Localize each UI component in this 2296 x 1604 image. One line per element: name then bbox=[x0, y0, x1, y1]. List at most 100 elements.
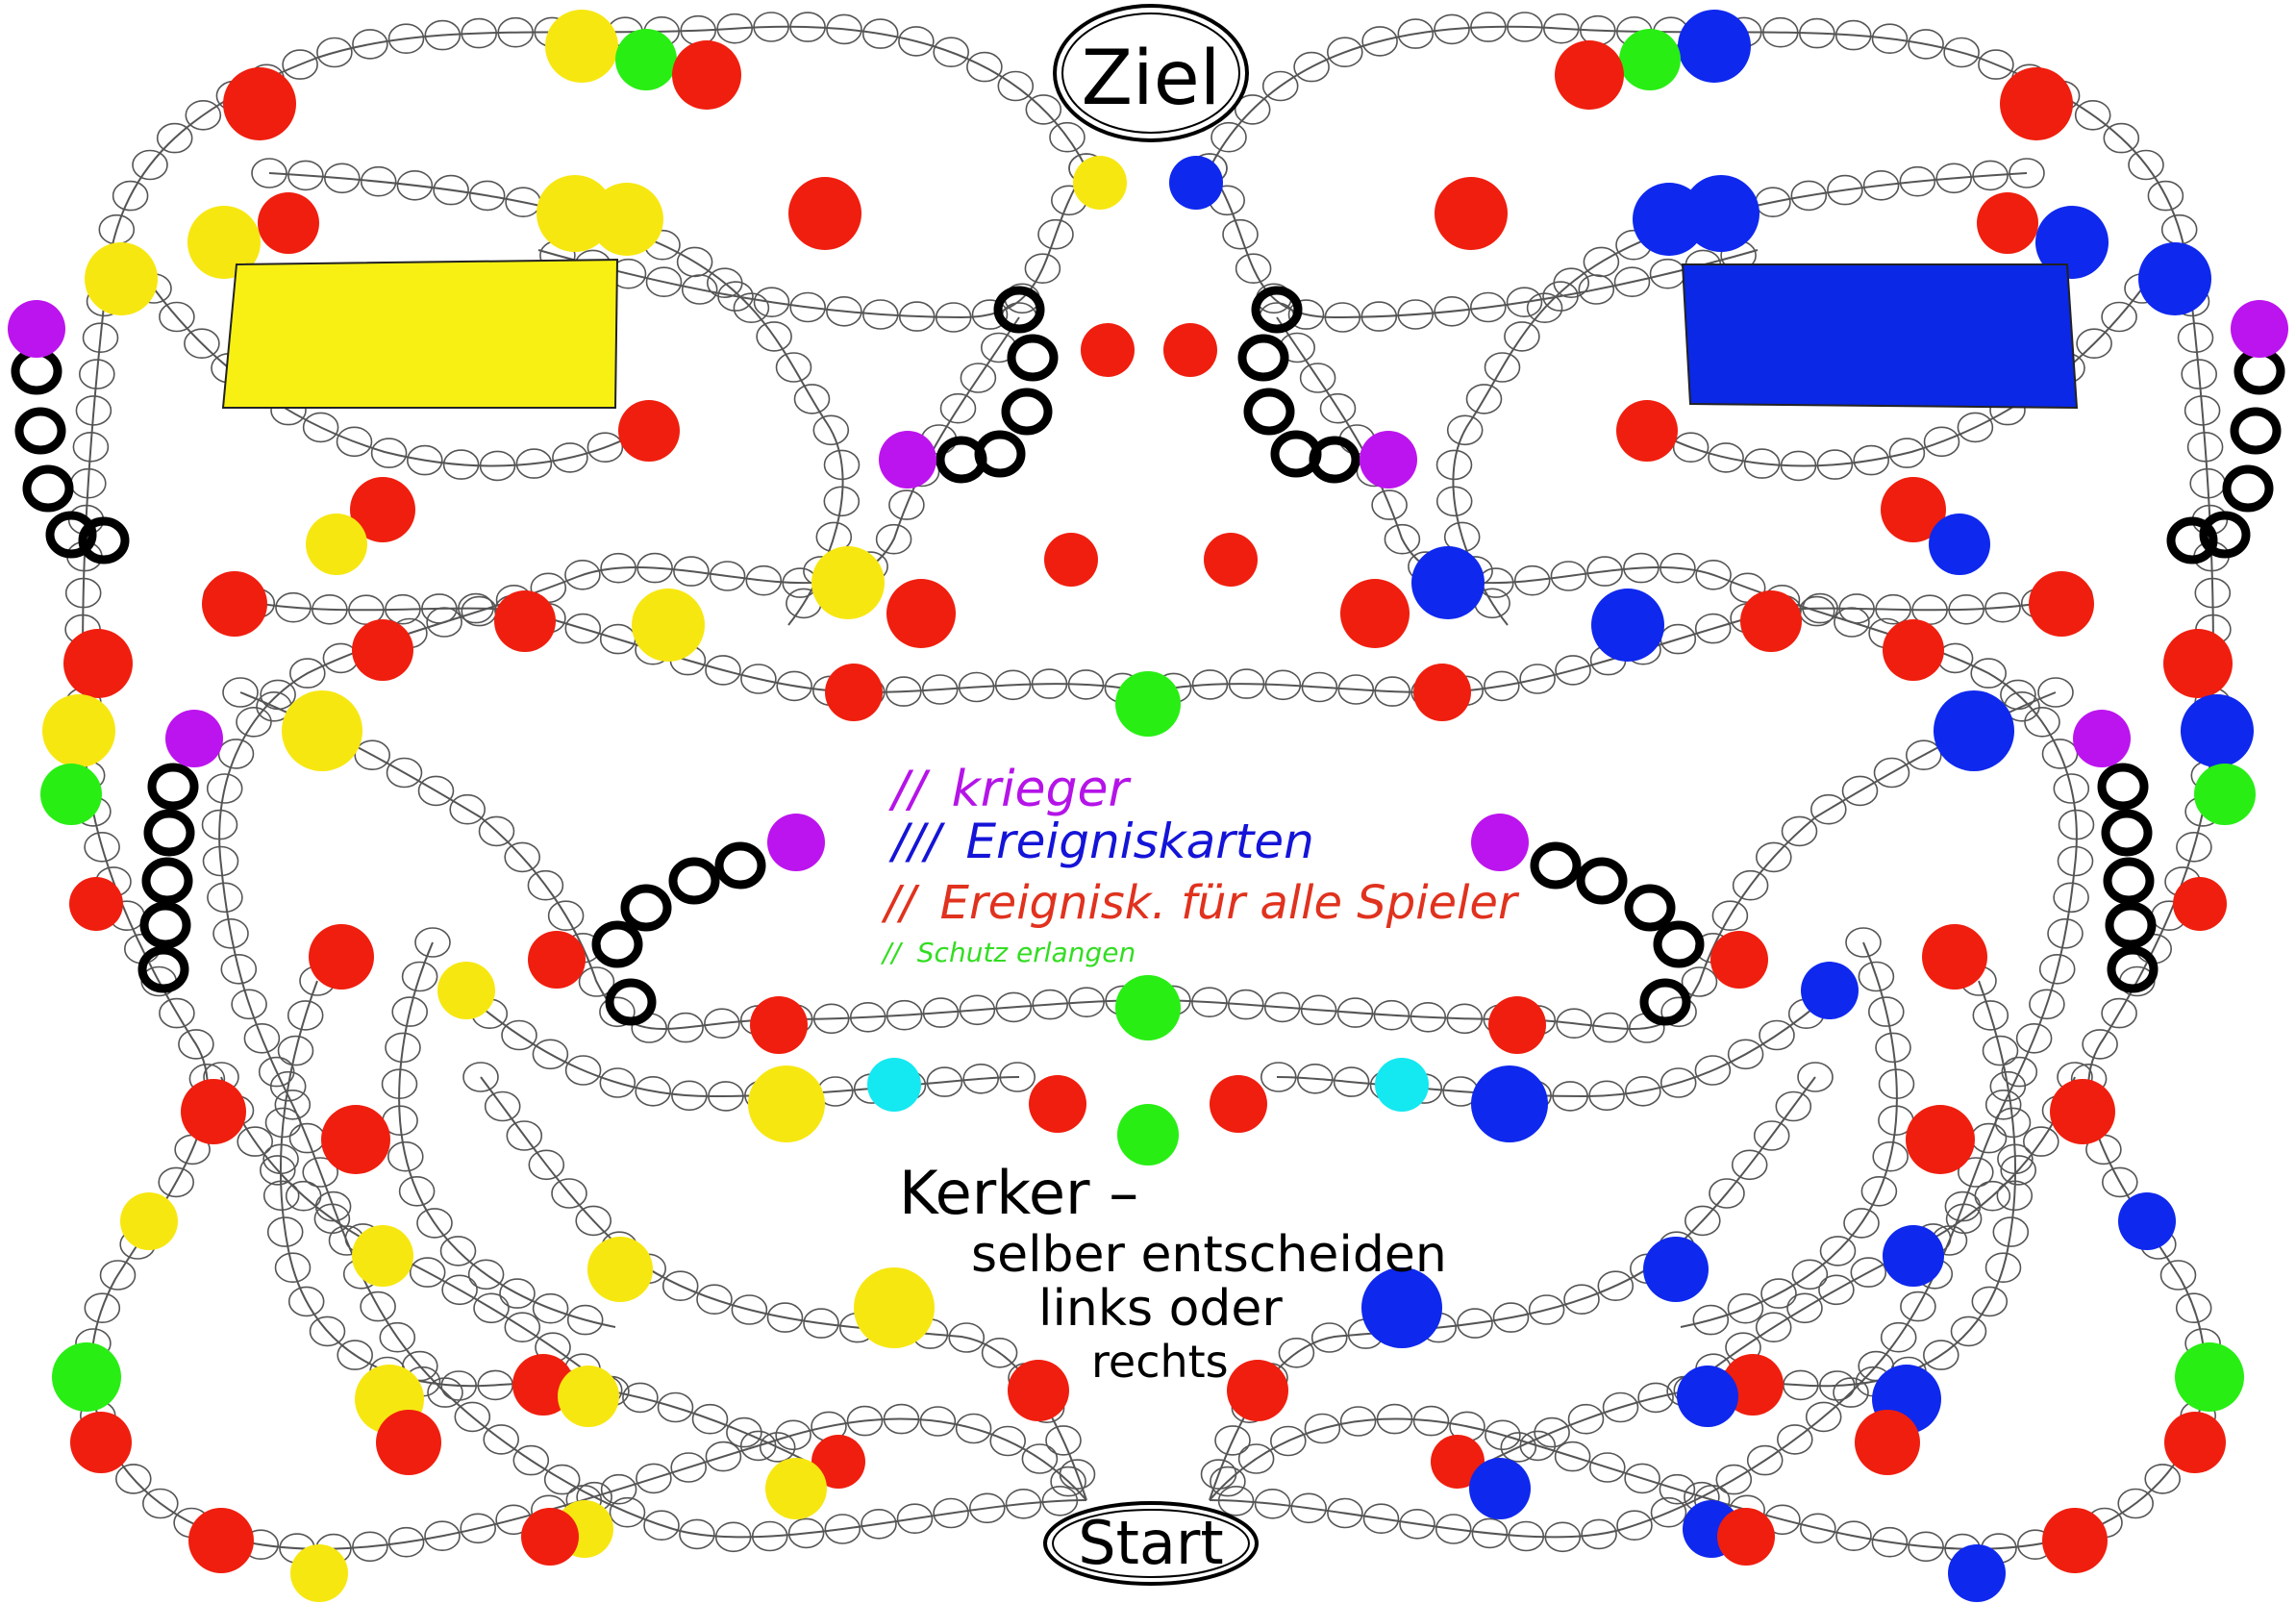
green-space[interactable] bbox=[2175, 1342, 2244, 1412]
blue-space[interactable] bbox=[1883, 1225, 1944, 1287]
green-space[interactable] bbox=[1115, 975, 1181, 1040]
warrior-space[interactable] bbox=[767, 814, 825, 871]
blue-space[interactable] bbox=[1469, 1458, 1531, 1519]
green-space[interactable] bbox=[615, 29, 677, 90]
blue-space[interactable] bbox=[1677, 1366, 1738, 1427]
blue-space[interactable] bbox=[1411, 546, 1485, 619]
green-space[interactable] bbox=[1115, 671, 1181, 737]
blue-space[interactable] bbox=[1929, 514, 1990, 575]
red-space[interactable] bbox=[825, 664, 883, 721]
red-space[interactable] bbox=[1883, 619, 1944, 681]
red-space[interactable] bbox=[1044, 533, 1098, 587]
red-space[interactable] bbox=[376, 1410, 441, 1475]
start-space[interactable] bbox=[1043, 1501, 1259, 1586]
blue-space[interactable] bbox=[2138, 242, 2211, 315]
blue-space[interactable] bbox=[2181, 694, 2254, 767]
red-space[interactable] bbox=[750, 996, 808, 1054]
yellow-space[interactable] bbox=[120, 1192, 178, 1250]
blue-space[interactable] bbox=[1633, 183, 1706, 256]
yellow-space[interactable] bbox=[437, 962, 495, 1019]
yellow-space[interactable] bbox=[42, 694, 115, 767]
yellow-space[interactable] bbox=[558, 1366, 619, 1427]
red-space[interactable] bbox=[2042, 1508, 2108, 1573]
red-space[interactable] bbox=[1204, 533, 1258, 587]
red-space[interactable] bbox=[1029, 1075, 1086, 1133]
yellow-space[interactable] bbox=[632, 589, 705, 662]
red-space[interactable] bbox=[618, 400, 680, 462]
blue-space[interactable] bbox=[2035, 206, 2109, 279]
red-space[interactable] bbox=[1717, 1508, 1775, 1566]
blue-card-area[interactable] bbox=[1681, 263, 2079, 410]
red-space[interactable] bbox=[1210, 1075, 1267, 1133]
red-space[interactable] bbox=[352, 619, 413, 681]
blue-space[interactable] bbox=[2118, 1192, 2176, 1250]
blue-space[interactable] bbox=[1678, 10, 1751, 83]
yellow-space[interactable] bbox=[765, 1458, 827, 1519]
yellow-card-area[interactable] bbox=[221, 258, 619, 409]
yellow-space[interactable] bbox=[1073, 156, 1127, 210]
warrior-space[interactable] bbox=[1360, 431, 1417, 489]
cyan-space[interactable] bbox=[867, 1058, 921, 1112]
yellow-space[interactable] bbox=[306, 514, 367, 575]
red-space[interactable] bbox=[1922, 924, 1987, 990]
yellow-space[interactable] bbox=[748, 1065, 825, 1142]
warrior-space[interactable] bbox=[165, 710, 223, 767]
red-space[interactable] bbox=[1616, 400, 1678, 462]
red-space[interactable] bbox=[1906, 1105, 1975, 1174]
red-space[interactable] bbox=[69, 877, 123, 931]
warrior-space[interactable] bbox=[879, 431, 936, 489]
warrior-space[interactable] bbox=[2073, 710, 2131, 767]
yellow-space[interactable] bbox=[290, 1544, 348, 1602]
red-space[interactable] bbox=[321, 1105, 390, 1174]
yellow-space[interactable] bbox=[811, 546, 885, 619]
red-space[interactable] bbox=[188, 1508, 254, 1573]
green-space[interactable] bbox=[52, 1342, 121, 1412]
blue-space[interactable] bbox=[1643, 1237, 1709, 1302]
blue-space[interactable] bbox=[1801, 962, 1859, 1019]
red-space[interactable] bbox=[1340, 579, 1410, 648]
red-space[interactable] bbox=[1555, 40, 1624, 110]
green-space[interactable] bbox=[1619, 29, 1681, 90]
red-space[interactable] bbox=[223, 67, 296, 140]
warrior-space[interactable] bbox=[2231, 300, 2288, 358]
red-space[interactable] bbox=[1977, 192, 2038, 254]
red-space[interactable] bbox=[1740, 590, 1802, 652]
red-space[interactable] bbox=[1431, 1435, 1485, 1489]
red-space[interactable] bbox=[788, 177, 861, 250]
yellow-space[interactable] bbox=[854, 1267, 935, 1348]
yellow-space[interactable] bbox=[545, 10, 618, 83]
red-space[interactable] bbox=[1008, 1360, 1069, 1421]
red-space[interactable] bbox=[1710, 931, 1768, 989]
red-space[interactable] bbox=[1855, 1410, 1920, 1475]
red-space[interactable] bbox=[521, 1508, 579, 1566]
red-space[interactable] bbox=[2050, 1079, 2115, 1144]
yellow-space[interactable] bbox=[187, 206, 261, 279]
red-space[interactable] bbox=[886, 579, 956, 648]
yellow-space[interactable] bbox=[587, 1237, 653, 1302]
red-space[interactable] bbox=[181, 1079, 246, 1144]
red-space[interactable] bbox=[1435, 177, 1508, 250]
green-space[interactable] bbox=[1117, 1104, 1179, 1165]
blue-space[interactable] bbox=[1591, 589, 1664, 662]
green-space[interactable] bbox=[2194, 764, 2256, 825]
yellow-space[interactable] bbox=[590, 183, 663, 256]
red-space[interactable] bbox=[63, 629, 133, 698]
blue-space[interactable] bbox=[1361, 1267, 1442, 1348]
red-space[interactable] bbox=[1488, 996, 1546, 1054]
blue-space[interactable] bbox=[1169, 156, 1223, 210]
red-space[interactable] bbox=[2164, 1412, 2226, 1473]
red-space[interactable] bbox=[494, 590, 556, 652]
red-space[interactable] bbox=[258, 192, 319, 254]
warrior-space[interactable] bbox=[1471, 814, 1529, 871]
blue-space[interactable] bbox=[1948, 1544, 2006, 1602]
red-space[interactable] bbox=[811, 1435, 865, 1489]
cyan-space[interactable] bbox=[1375, 1058, 1429, 1112]
yellow-space[interactable] bbox=[85, 242, 158, 315]
red-space[interactable] bbox=[528, 931, 586, 989]
red-space[interactable] bbox=[70, 1412, 132, 1473]
blue-space[interactable] bbox=[1471, 1065, 1548, 1142]
red-space[interactable] bbox=[350, 477, 415, 542]
goal-space[interactable] bbox=[1053, 4, 1249, 142]
red-space[interactable] bbox=[2029, 571, 2094, 637]
blue-space[interactable] bbox=[1934, 690, 2014, 771]
